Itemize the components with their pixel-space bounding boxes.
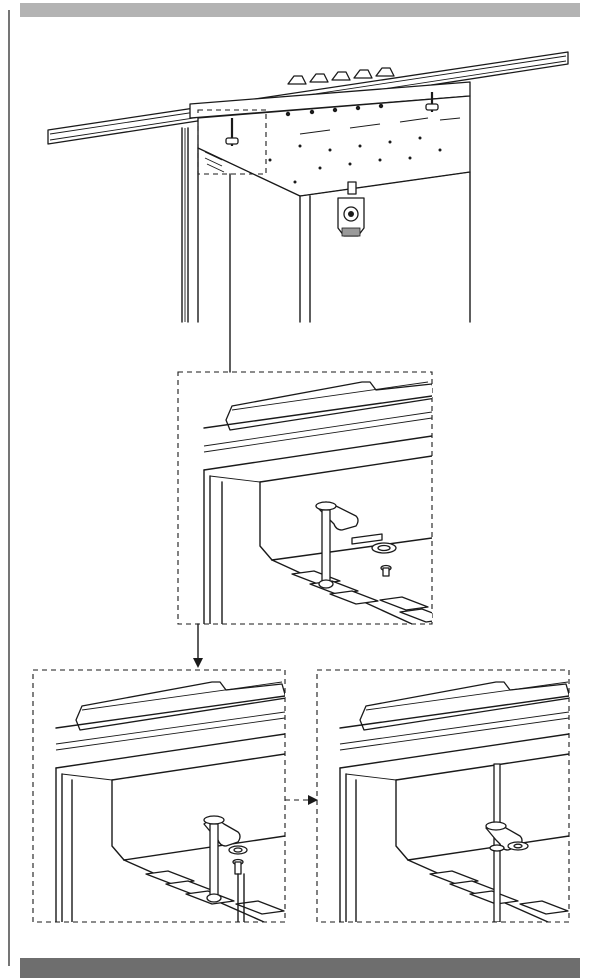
detail-1-panel [177,371,433,668]
overview-hinge-block [337,181,365,237]
header-bar [20,3,580,17]
footer-bar [20,958,580,978]
overview-cabinet-top [47,51,569,373]
detail-3-panel [316,669,570,923]
overview-detail-callout [197,109,267,175]
detail-2-panel [32,669,318,923]
